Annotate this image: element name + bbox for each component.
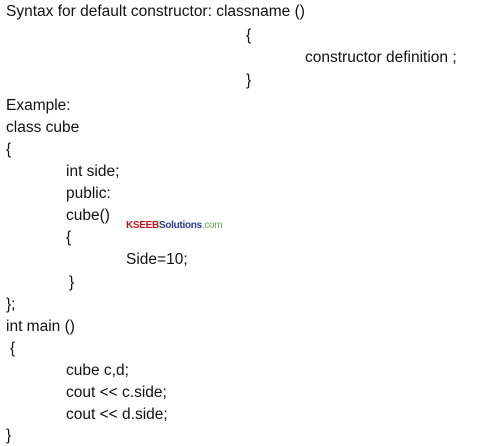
code-line: public: <box>66 185 111 202</box>
syntax-open-brace: { <box>246 27 252 44</box>
code-line: { <box>10 340 16 357</box>
code-line: } <box>69 274 75 291</box>
code-line: int side; <box>66 163 120 180</box>
syntax-body: constructor definition ; <box>305 49 457 66</box>
code-line: cube c,d; <box>66 362 129 379</box>
code-line: cout << d.side; <box>66 406 168 423</box>
code-line: } <box>6 427 12 444</box>
syntax-close-brace: } <box>246 72 252 89</box>
watermark-part2: Solutions <box>158 220 202 231</box>
code-line: class cube <box>6 119 80 136</box>
code-line: }; <box>6 296 16 313</box>
watermark-logo: KSEEBSolutions.com <box>126 220 223 232</box>
watermark-part3: .com <box>201 220 223 231</box>
code-line: Side=10; <box>126 251 188 268</box>
code-line: cout << c.side; <box>66 384 167 401</box>
example-label: Example: <box>6 97 71 114</box>
code-line: cube() <box>66 207 110 224</box>
code-line: { <box>66 229 72 246</box>
code-line: { <box>6 141 12 158</box>
watermark-part1: KSEEB <box>126 220 159 231</box>
code-line: int main () <box>6 318 75 335</box>
syntax-heading: Syntax for default constructor: classnam… <box>6 3 305 20</box>
